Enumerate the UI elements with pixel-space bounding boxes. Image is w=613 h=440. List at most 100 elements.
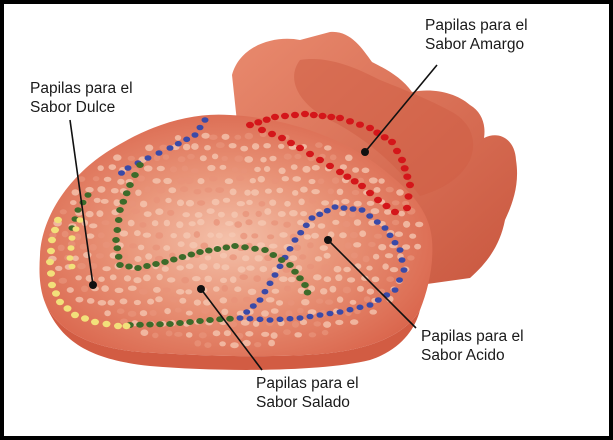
papilla	[335, 320, 343, 325]
salty-dot	[126, 182, 134, 188]
salty-dot	[112, 237, 120, 243]
papilla	[110, 274, 117, 280]
sour-dot	[247, 316, 254, 322]
anchor-dulce	[89, 281, 97, 289]
papilla	[343, 221, 351, 227]
papilla	[307, 264, 314, 270]
sour-dot	[341, 205, 348, 211]
papilla	[284, 201, 291, 207]
papilla	[204, 342, 211, 348]
papilla	[195, 212, 203, 218]
papilla	[302, 166, 310, 173]
bitter-dot	[246, 122, 254, 128]
bitter-dot	[403, 205, 411, 211]
papilla	[72, 189, 80, 195]
papilla	[134, 230, 141, 236]
papilla	[166, 330, 173, 336]
papilla	[332, 220, 339, 225]
bitter-dot	[268, 131, 276, 137]
papilla	[350, 232, 358, 238]
papilla	[289, 210, 298, 216]
sweet-dot	[71, 312, 79, 318]
papilla	[403, 221, 410, 228]
papilla	[77, 263, 86, 269]
papilla	[254, 342, 261, 347]
sweet-dot	[54, 217, 62, 223]
papilla	[330, 286, 337, 293]
papilla	[185, 289, 192, 294]
salty-dot	[136, 162, 144, 168]
papilla	[185, 177, 194, 184]
papilla	[298, 199, 304, 206]
salty-dot	[301, 282, 309, 288]
papilla	[186, 311, 193, 316]
sour-dot	[287, 316, 294, 322]
papilla	[144, 211, 152, 217]
bitter-dot	[356, 122, 364, 128]
salty-dot	[179, 254, 187, 260]
papilla	[234, 155, 243, 162]
papilla	[191, 143, 199, 150]
salty-dot	[123, 190, 131, 196]
papilla	[89, 244, 97, 251]
papilla	[135, 190, 141, 196]
papilla	[143, 275, 151, 282]
papilla	[75, 275, 82, 280]
papilla	[337, 189, 344, 195]
bitter-dot	[366, 125, 374, 131]
papilla	[269, 200, 276, 206]
sour-dot	[145, 155, 152, 161]
papilla	[212, 154, 218, 160]
papilla	[309, 198, 316, 204]
bitter-dot	[306, 151, 314, 157]
bitter-dot	[351, 178, 359, 184]
papilla	[373, 254, 379, 260]
papilla	[347, 277, 355, 282]
sour-dot	[350, 206, 357, 212]
papilla	[330, 154, 337, 160]
sweet-dot	[52, 290, 60, 296]
papilla	[98, 277, 105, 282]
papilla	[324, 276, 332, 282]
papilla	[294, 154, 301, 159]
sour-dot	[156, 150, 163, 156]
papilla	[139, 222, 146, 228]
papilla	[292, 176, 301, 182]
papilla	[309, 179, 316, 184]
bitter-dot	[403, 174, 411, 180]
papilla	[240, 146, 248, 152]
papilla	[89, 223, 97, 228]
papilla	[145, 253, 152, 259]
salty-dot	[270, 252, 278, 258]
bitter-dot	[366, 190, 374, 196]
papilla	[378, 178, 384, 184]
sour-dot	[257, 317, 264, 323]
papilla	[176, 289, 184, 295]
papilla	[292, 321, 299, 328]
salty-dot	[134, 265, 142, 271]
papilla	[311, 189, 320, 194]
papilla	[343, 287, 351, 294]
sour-dot	[167, 145, 174, 151]
papilla	[264, 208, 271, 215]
papilla	[155, 296, 163, 302]
papilla	[164, 220, 170, 227]
papilla	[67, 287, 74, 293]
papilla	[177, 178, 185, 185]
papilla	[219, 341, 226, 346]
papilla	[62, 231, 69, 238]
papilla	[181, 277, 189, 284]
papilla	[145, 145, 153, 152]
salty-dot	[226, 316, 234, 322]
papilla	[164, 308, 171, 314]
papilla	[154, 197, 160, 204]
papilla	[301, 299, 309, 305]
papilla	[318, 223, 326, 229]
papilla	[101, 285, 109, 292]
bitter-dot	[301, 111, 309, 117]
papilla	[254, 167, 261, 172]
papilla	[269, 244, 278, 249]
papilla	[207, 208, 215, 214]
sweet-dot	[56, 299, 64, 305]
sour-dot	[316, 212, 323, 218]
